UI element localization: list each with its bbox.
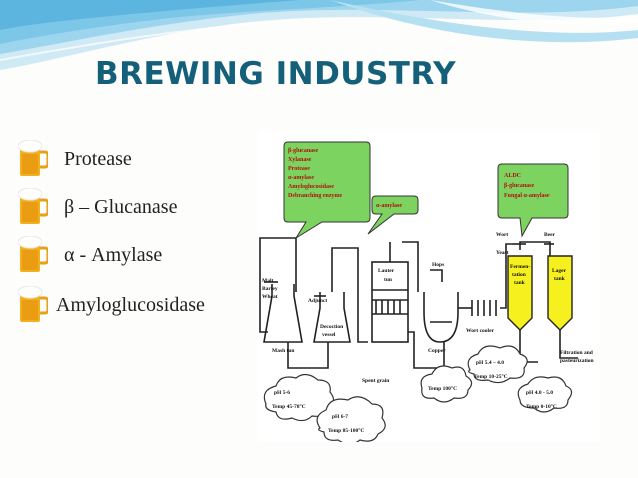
mash-enzyme-2: Xylanase bbox=[288, 157, 312, 163]
decoction-conditions-cloud bbox=[316, 396, 386, 445]
decoction-ph: pH 6-7 bbox=[332, 414, 348, 420]
mash-tun-label: Mash tun bbox=[272, 348, 294, 354]
bullet-label: β – Glucanase bbox=[64, 196, 178, 218]
beer-label: Beer bbox=[544, 232, 556, 238]
bullet-label: α - Amylase bbox=[64, 244, 163, 266]
list-item: Protease bbox=[18, 140, 278, 180]
beer-mug-icon bbox=[18, 188, 48, 224]
ferm-tank-label-3: tank bbox=[514, 280, 526, 286]
wort-cooler-label: Wort cooler bbox=[466, 328, 495, 334]
lager-tank-label-1: Lager bbox=[552, 268, 567, 274]
filtration-label-2: pasteurization bbox=[560, 358, 594, 364]
brewing-process-diagram: β-glucanase Xylanase Protease α-amylase … bbox=[258, 132, 600, 445]
beer-mug-icon bbox=[18, 236, 48, 272]
decoction-vessel bbox=[313, 292, 351, 343]
page-title: BREWING INDUSTRY bbox=[95, 56, 457, 92]
filtration-label-1: Filtration and bbox=[560, 350, 593, 356]
decoction-enzyme-callout bbox=[367, 195, 419, 235]
lager-tank-label-2: tank bbox=[554, 276, 566, 282]
mash-enzyme-6: Debranching enzyme bbox=[288, 193, 342, 199]
yeast-label: Yeast bbox=[496, 250, 509, 256]
hops-label: Hops bbox=[432, 262, 444, 268]
list-item: α - Amylase bbox=[18, 236, 278, 276]
lager-conditions-cloud bbox=[517, 376, 573, 413]
bullet-label: Amyloglucosidase bbox=[56, 294, 205, 316]
lager-tank bbox=[547, 255, 573, 331]
decoction-label-1: Decoction bbox=[320, 324, 343, 330]
fermentation-tank bbox=[507, 255, 533, 331]
beer-mug-icon bbox=[18, 140, 48, 176]
decoction-temp: Temp 85-100°C bbox=[328, 427, 364, 434]
barley-label: Barley bbox=[262, 286, 278, 292]
ferm-enzyme-1: ALDC bbox=[504, 173, 521, 179]
fermentation-enzyme-callout bbox=[497, 163, 569, 238]
lauter-tun-vessel bbox=[371, 261, 409, 343]
mash-enzyme-4: α-amylase bbox=[288, 175, 314, 181]
copper-vessel bbox=[423, 292, 459, 343]
wort-label: Wort bbox=[496, 232, 508, 238]
malt-label: Malt bbox=[262, 278, 273, 284]
lauter-label-1: Lauter bbox=[378, 268, 395, 274]
ferm-tank-label-2: tation bbox=[512, 272, 526, 278]
ferm-temp: Temp 10-25°C bbox=[474, 373, 508, 380]
mash-tun-vessel bbox=[263, 284, 303, 343]
bullet-label: Protease bbox=[64, 148, 132, 170]
fermentation-conditions-cloud bbox=[467, 345, 528, 384]
ferm-enzyme-2: β-glucanase bbox=[504, 183, 534, 189]
mash-ph: pH 5-6 bbox=[274, 390, 290, 396]
copper-conditions-cloud bbox=[420, 365, 473, 403]
lager-temp: Temp 0-10°C bbox=[526, 403, 557, 410]
decoction-enzyme: α-amylase bbox=[376, 203, 402, 209]
mash-enzyme-3: Protease bbox=[288, 166, 310, 172]
mash-enzyme-5: Amyloglucosidase bbox=[288, 184, 334, 190]
list-item: β – Glucanase bbox=[18, 188, 278, 228]
spent-grain-label: Spent grain bbox=[362, 378, 389, 384]
ferm-ph: pH 5.4 – 4.0 bbox=[476, 360, 504, 366]
wheat-label: Wheat bbox=[262, 294, 278, 300]
header-waves bbox=[0, 0, 638, 70]
copper-temp: Temp 100°C bbox=[428, 385, 457, 392]
mash-enzyme-callout bbox=[283, 141, 371, 239]
decoction-label-2: vessel bbox=[322, 332, 336, 338]
list-item: Amyloglucosidase bbox=[18, 286, 278, 326]
ferm-enzyme-3: Fungal α-amylase bbox=[504, 193, 550, 199]
lager-ph: pH 4.0 - 5.0 bbox=[526, 390, 553, 396]
copper-label: Copper bbox=[428, 348, 446, 354]
adjunct-label: Adjunct bbox=[308, 298, 327, 304]
lauter-label-2: tun bbox=[384, 277, 392, 283]
beer-mug-icon bbox=[18, 286, 48, 322]
ferm-tank-label-1: Fermen- bbox=[510, 264, 530, 270]
mash-enzyme-1: β-glucanase bbox=[288, 148, 318, 154]
mash-temp: Temp 45-78°C bbox=[272, 403, 306, 410]
